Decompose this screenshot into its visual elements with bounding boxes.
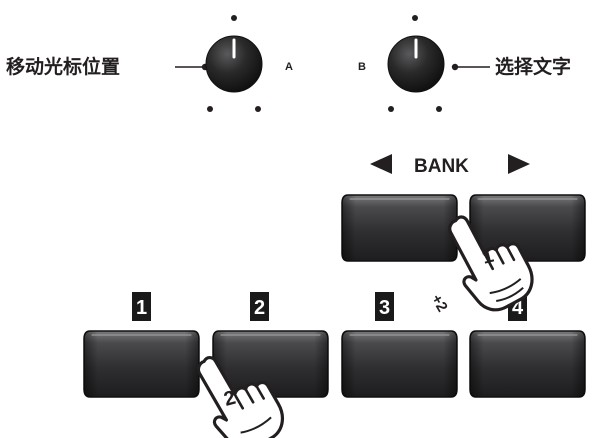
knob-b[interactable] (387, 35, 445, 93)
knob-b-top-dot (412, 15, 418, 21)
knob-b-function-label: 选择文字 (495, 55, 571, 78)
bank-right-arrow-icon (508, 154, 530, 174)
memory-button-2-number: 2 (254, 297, 265, 319)
knob-a-left-dot (207, 106, 213, 112)
combo-label: +2 (428, 292, 451, 315)
bank-header: BANK (370, 154, 530, 177)
knob-a[interactable] (205, 35, 263, 93)
knob-b-right-dot (436, 106, 442, 112)
memory-button-2[interactable]: 2 (212, 292, 329, 398)
memory-button-3-badge (375, 292, 394, 321)
knob-b-group: B 选择文字 (358, 15, 571, 112)
memory-button-1-number: 1 (136, 297, 147, 319)
knob-a-top-dot (231, 15, 237, 21)
memory-button-1[interactable]: 1 (83, 292, 200, 398)
memory-button-2-badge (250, 292, 269, 321)
memory-button-1-badge (132, 292, 151, 321)
knob-a-right-dot (255, 106, 261, 112)
bank-left-arrow-icon (370, 154, 392, 174)
knob-b-left-dot (388, 106, 394, 112)
hand-2-number: 2 (222, 387, 238, 411)
pointing-hand-icon-1: 1 (448, 215, 534, 312)
memory-button-3[interactable]: 3 (341, 292, 458, 398)
bank-left-button[interactable] (341, 194, 458, 262)
knob-a-function-label: 移动光标位置 (6, 55, 120, 78)
memory-button-3-number: 3 (379, 297, 390, 319)
knob-b-side-label: B (358, 61, 366, 73)
bank-label: BANK (414, 156, 469, 177)
knob-a-side-label: A (285, 61, 293, 73)
knob-a-group: 移动光标位置 A (6, 15, 293, 112)
knob-b-leader-dot (451, 63, 459, 71)
pointing-hand-icon-2: 2 (196, 355, 285, 438)
hand-1-number: 1 (480, 245, 496, 269)
